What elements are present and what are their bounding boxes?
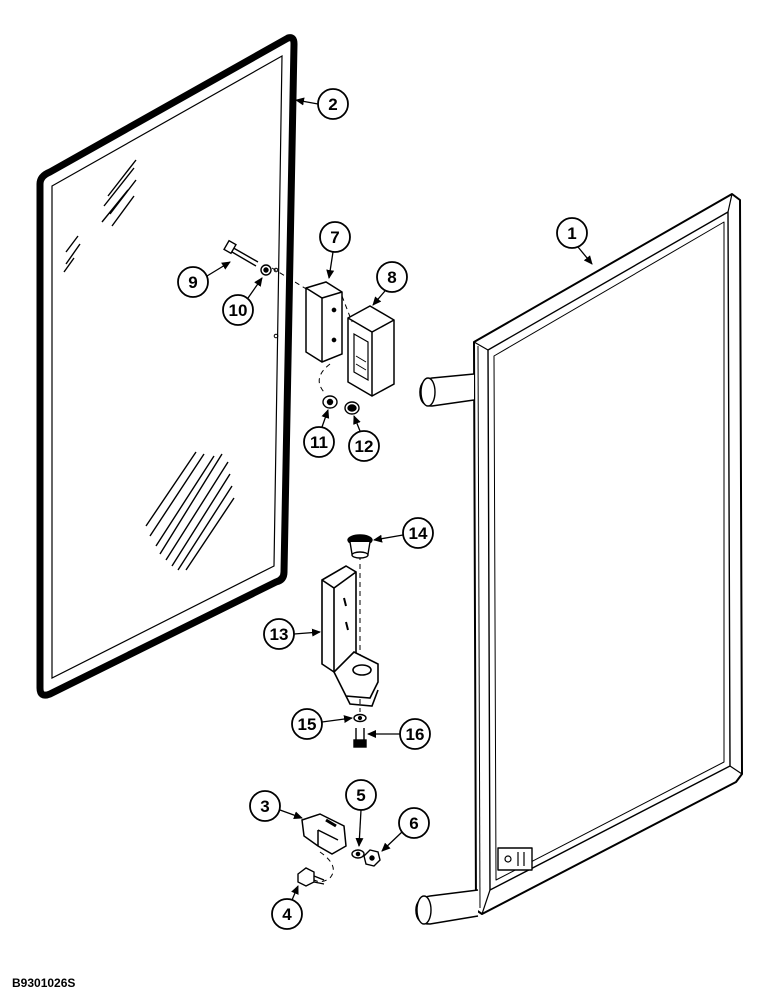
callout-3[interactable]: 3 [249,790,303,822]
callout-10[interactable]: 10 [222,277,263,326]
bracket-13 [321,565,379,707]
callout-15[interactable]: 15 [291,708,353,740]
block-8 [347,305,395,397]
callout-8[interactable]: 8 [372,261,408,306]
latch-bracket-3 [301,813,347,855]
callout-4[interactable]: 4 [271,885,303,930]
callout-label: 15 [298,715,317,734]
callout-1[interactable]: 1 [556,217,593,265]
callout-label: 3 [260,797,269,816]
washer-15 [353,713,367,723]
callout-label: 1 [567,224,576,243]
callout-label: 7 [330,228,339,247]
bolt-16 [353,728,367,748]
callout-label: 8 [387,268,396,287]
callout-label: 9 [188,273,197,292]
callout-label: 14 [409,524,428,543]
callout-14[interactable]: 14 [373,517,434,549]
nut-12 [344,401,360,415]
callout-7[interactable]: 7 [319,221,351,279]
callout-label: 13 [270,625,289,644]
callout-label: 12 [355,437,374,456]
nut-6 [363,849,381,867]
glass-panel-with-seal [36,34,298,699]
washer-5 [351,849,365,859]
callout-6[interactable]: 6 [381,807,430,852]
callout-label: 10 [229,301,248,320]
callout-label: 5 [356,786,365,805]
bolt-4 [297,867,325,887]
callout-label: 2 [328,95,337,114]
bumper-14 [347,534,373,559]
nut-11 [322,395,338,409]
callout-12[interactable]: 12 [348,415,380,462]
callout-2[interactable]: 2 [295,88,349,120]
door-frame [415,193,743,925]
callout-label: 4 [282,905,292,924]
callout-16[interactable]: 16 [367,718,431,750]
callout-11[interactable]: 11 [303,409,335,458]
nut-10 [260,264,272,276]
block-7 [305,281,343,363]
bolt-9 [223,239,259,267]
callout-label: 6 [409,814,418,833]
callout-label: 16 [406,725,425,744]
callout-13[interactable]: 13 [263,618,321,650]
callout-9[interactable]: 9 [177,261,231,298]
figure-id: B9301026S [12,976,76,990]
callout-label: 11 [310,433,328,452]
glass-reflection-hatching [63,159,235,571]
callout-5[interactable]: 5 [345,779,377,847]
